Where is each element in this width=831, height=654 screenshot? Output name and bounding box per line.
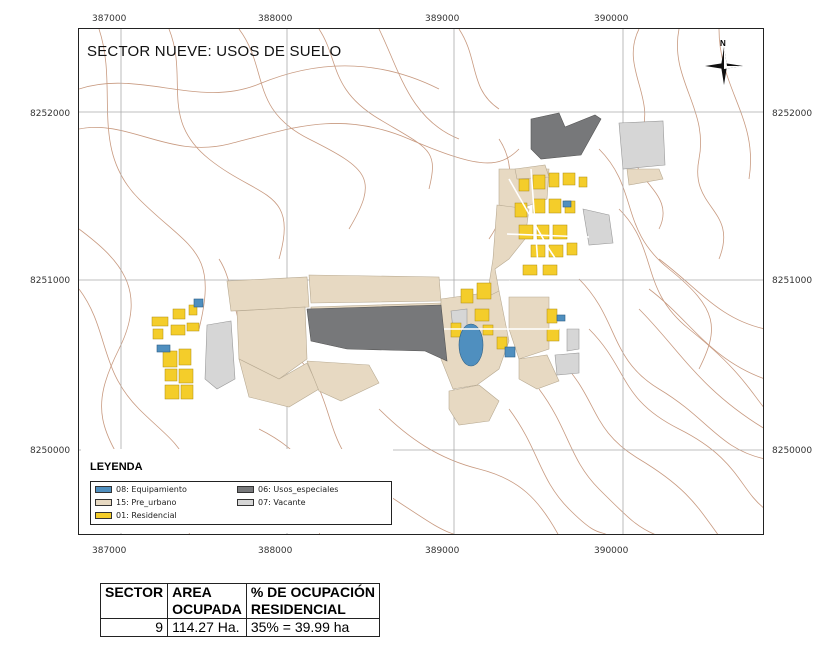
legend-swatch-pre-urbano — [95, 499, 112, 506]
legend-item-pre-urbano: 15: Pre_urbano — [95, 498, 176, 507]
x-coord-top-387000: 387000 — [92, 14, 127, 24]
legend-swatch-residencial — [95, 512, 112, 519]
y-coord-right-8252000: 8252000 — [772, 109, 813, 119]
legend-swatch-usos-especiales — [237, 486, 254, 493]
map-canvas[interactable] — [79, 29, 764, 535]
legend-item-equipamiento: 08: Equipamiento — [95, 485, 187, 494]
table-cell-ocupacion: 35% = 39.99 ha — [245, 618, 381, 637]
x-coord-bottom-388000: 388000 — [258, 546, 293, 556]
x-coord-top-389000: 389000 — [425, 14, 460, 24]
zone-usos-especiales — [306, 112, 602, 362]
x-coord-top-388000: 388000 — [258, 14, 293, 24]
x-coord-top-390000: 390000 — [594, 14, 629, 24]
legend: LEYENDA 08: Equipamiento 15: Pre_urbano … — [81, 449, 393, 533]
table-cell-sector: 9 — [99, 618, 169, 637]
legend-box: 08: Equipamiento 15: Pre_urbano 01: Resi… — [90, 481, 392, 525]
x-coord-bottom-389000: 389000 — [425, 546, 460, 556]
legend-item-vacante: 07: Vacante — [237, 498, 306, 507]
map-title: SECTOR NUEVE: USOS DE SUELO — [87, 43, 342, 60]
x-coord-bottom-387000: 387000 — [92, 546, 127, 556]
y-coord-right-8251000: 8251000 — [772, 276, 813, 286]
north-arrow-icon — [705, 47, 743, 85]
y-coord-left-8251000: 8251000 — [30, 276, 71, 286]
legend-item-residencial: 01: Residencial — [95, 511, 177, 520]
legend-swatch-vacante — [237, 499, 254, 506]
north-label: N — [720, 39, 726, 48]
legend-swatch-equipamiento — [95, 486, 112, 493]
zone-equipamiento — [156, 200, 572, 367]
legend-item-usos-especiales: 06: Usos_especiales — [237, 485, 338, 494]
table-cell-area: 114.27 Ha. — [167, 618, 247, 637]
y-coord-right-8250000: 8250000 — [772, 446, 813, 456]
road-lines — [444, 168, 590, 330]
y-coord-left-8250000: 8250000 — [30, 446, 71, 456]
zone-vacante — [204, 120, 666, 390]
x-coord-bottom-390000: 390000 — [594, 546, 629, 556]
table-row: 9 114.27 Ha. 35% = 39.99 ha — [99, 618, 381, 637]
y-coord-left-8252000: 8252000 — [30, 109, 71, 119]
legend-title: LEYENDA — [90, 461, 143, 473]
zone-pre-urbano — [226, 164, 664, 426]
table-header-sector: SECTOR — [99, 583, 169, 619]
map-frame[interactable]: SECTOR NUEVE: USOS DE SUELO N LEYENDA 08… — [78, 28, 764, 535]
